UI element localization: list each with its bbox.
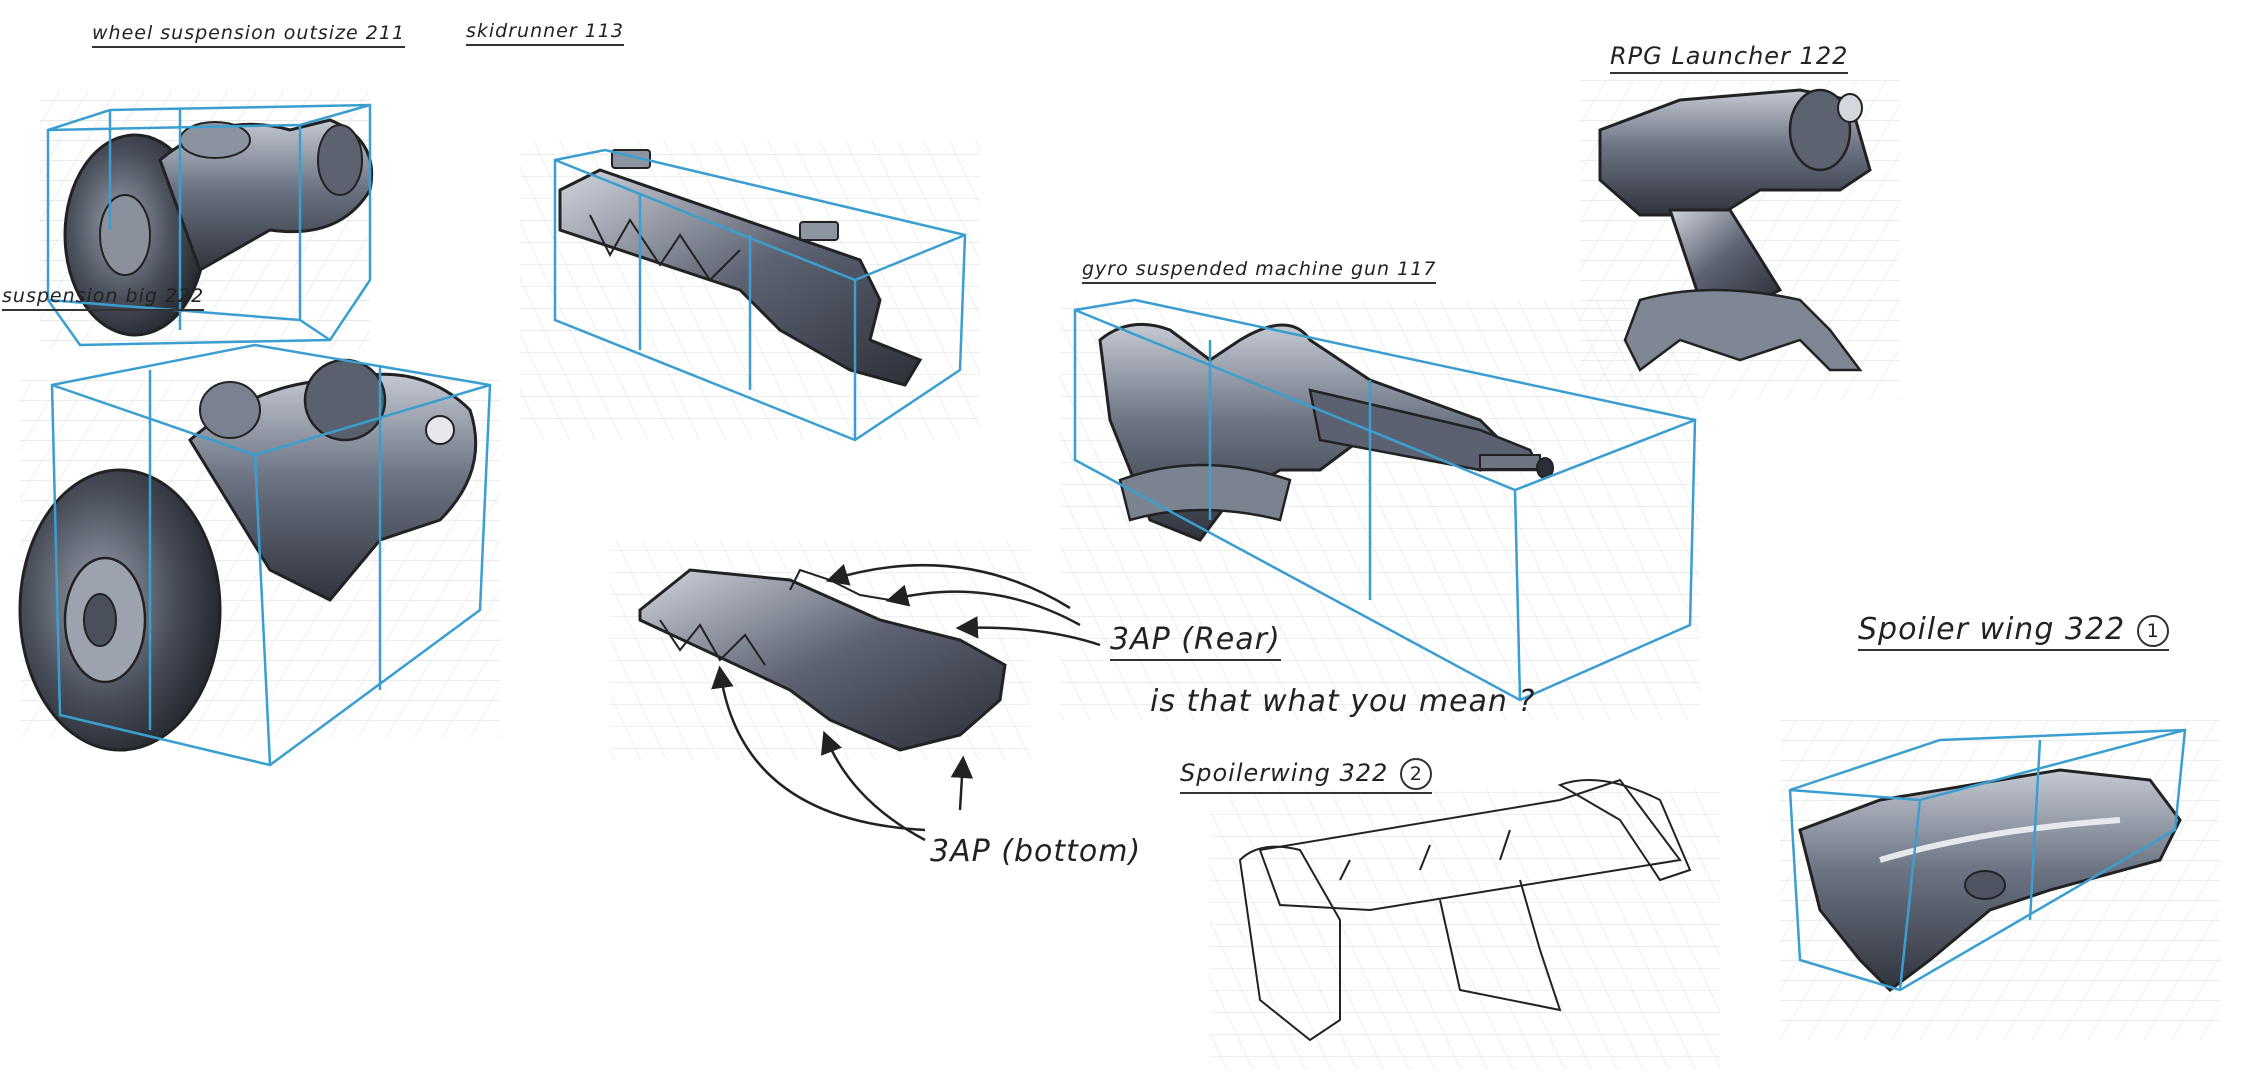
- suspension-big-sketch: [18, 343, 500, 767]
- spoiler-wing-1-badge: 1: [2137, 614, 2170, 647]
- label-armor-rear: 3AP (Rear): [1110, 622, 1281, 661]
- wheel-suspension-bounding-box: [46, 103, 372, 347]
- suspension-big-bounding-box: [50, 343, 492, 767]
- spoiler-wing-2-text: Spoilerwing 322: [1180, 759, 1389, 787]
- armor-3ap-sketch: [610, 540, 1030, 760]
- label-spoiler-wing-1: Spoiler wing 322 1: [1858, 612, 2170, 651]
- label-spoiler-wing-2: Spoilerwing 322 2: [1180, 758, 1433, 794]
- gyro-gun-bounding-box: [1073, 298, 1697, 702]
- spoiler-wing-1-text: Spoiler wing 322: [1858, 612, 2126, 647]
- label-skidrunner: skidrunner 113: [466, 20, 624, 46]
- wheel-suspension-outsize-sketch: [40, 90, 374, 350]
- spoiler-wing-2-badge: 2: [1400, 758, 1433, 790]
- skidrunner-sketch: [520, 140, 980, 442]
- label-suspension-big: suspension big 222: [2, 285, 205, 311]
- spoiler-wing-1-bounding-box: [1788, 728, 2187, 992]
- skidrunner-bounding-box: [553, 148, 967, 442]
- label-wheel-suspension: wheel suspension outsize 211: [92, 22, 406, 48]
- rpg-launcher-sketch: [1580, 80, 1900, 400]
- label-rpg-launcher: RPG Launcher 122: [1610, 42, 1849, 74]
- spoiler-wing-1-sketch: [1780, 720, 2220, 1040]
- gyro-machine-gun-sketch: [1060, 298, 1700, 720]
- spoiler-wing-2-sketch: [1210, 778, 1720, 1070]
- label-gyro-gun: gyro suspended machine gun 117: [1082, 258, 1437, 284]
- annotation-arrows: [711, 563, 1101, 842]
- label-question: is that what you mean ?: [1150, 684, 1536, 719]
- label-armor-bottom: 3AP (bottom): [930, 834, 1142, 869]
